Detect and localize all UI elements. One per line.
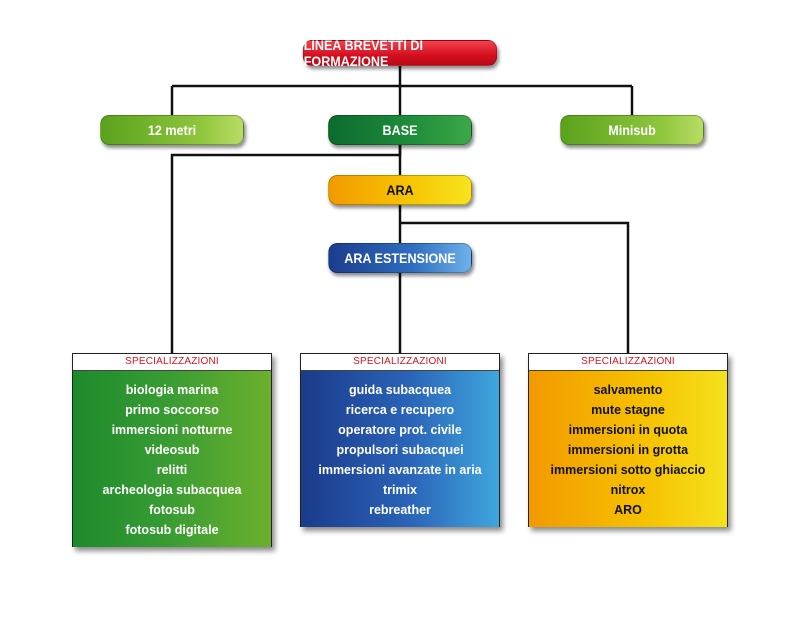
specializations-box-green: SPECIALIZZAZIONI biologia marina primo s… (72, 353, 272, 547)
list-item: ARO (614, 503, 642, 517)
box-body: salvamento mute stagne immersioni in quo… (529, 371, 727, 527)
level-ara-estensione: ARA ESTENSIONE (328, 243, 472, 273)
list-item: fotosub digitale (125, 523, 219, 537)
level-ara-label: ARA (386, 182, 414, 198)
list-item: archeologia subacquea (102, 483, 242, 497)
level-12metri: 12 metri (100, 115, 244, 145)
specializations-box-yellow: SPECIALIZZAZIONI salvamento mute stagne … (528, 353, 728, 527)
list-item: immersioni in quota (568, 423, 688, 437)
list-item: nitrox (610, 483, 646, 497)
list-item: primo soccorso (125, 403, 219, 417)
list-item: immersioni notturne (111, 423, 233, 437)
list-item: videosub (144, 443, 200, 457)
list-item: guida subacquea (348, 383, 452, 397)
list-item: rebreather (369, 503, 431, 517)
list-item: immersioni avanzate in aria (318, 463, 482, 477)
level-base: BASE (328, 115, 472, 145)
list-item: propulsori subacquei (336, 443, 464, 457)
connector-ara-to-box3 (400, 221, 630, 353)
list-item: salvamento (593, 383, 663, 397)
level-ara: ARA (328, 175, 472, 205)
list-item: biologia marina (125, 383, 219, 397)
list-item: immersioni in grotta (567, 443, 689, 457)
box-header: SPECIALIZZAZIONI (529, 354, 727, 371)
list-item: fotosub (149, 503, 195, 517)
specializations-box-blue: SPECIALIZZAZIONI guida subacquea ricerca… (300, 353, 500, 527)
list-item: operatore prot. civile (338, 423, 462, 437)
title-label: LINEA BREVETTI DI FORMAZIONE (303, 37, 423, 69)
list-item: immersioni sotto ghiaccio (550, 463, 706, 477)
box-body: guida subacquea ricerca e recupero opera… (301, 371, 499, 527)
level-base-label: BASE (382, 122, 418, 138)
list-item: ricerca e recupero (345, 403, 455, 417)
level-12metri-label: 12 metri (147, 122, 197, 138)
level-minisub-label: Minisub (608, 122, 656, 138)
level-ara-estensione-label: ARA ESTENSIONE (344, 250, 456, 266)
level-minisub: Minisub (560, 115, 704, 145)
list-item: mute stagne (591, 403, 665, 417)
list-item: trimix (382, 483, 418, 497)
title-pill: LINEA BREVETTI DI FORMAZIONE (302, 37, 498, 69)
box-header: SPECIALIZZAZIONI (73, 354, 271, 371)
list-item: relitti (156, 463, 188, 477)
box-header: SPECIALIZZAZIONI (301, 354, 499, 371)
box-body: biologia marina primo soccorso immersion… (73, 371, 271, 547)
